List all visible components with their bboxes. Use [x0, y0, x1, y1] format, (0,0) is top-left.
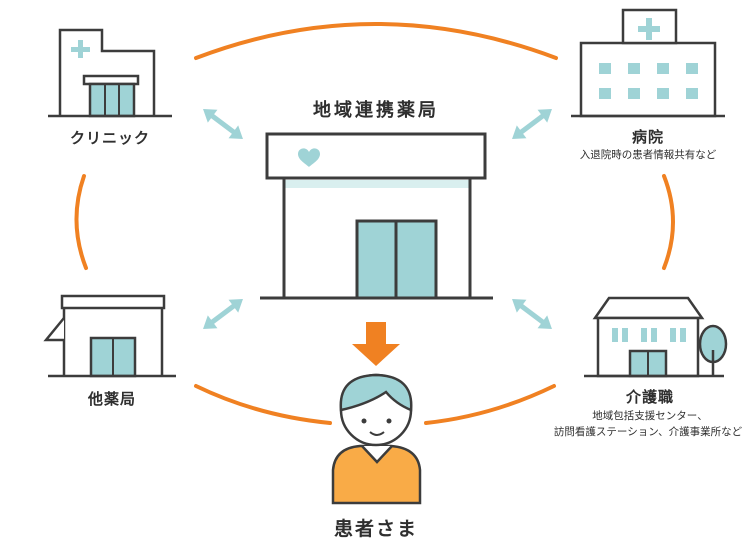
arc-right	[662, 174, 675, 270]
arrow-clinic	[203, 108, 243, 140]
care-label: 介護職	[625, 388, 674, 406]
arrow-other-pharmacy	[203, 298, 243, 330]
arc-left	[74, 174, 88, 270]
arc-bottom-right	[424, 384, 556, 425]
other-pharmacy-building-icon	[43, 294, 176, 378]
hospital-label: 病院	[631, 128, 664, 146]
center-pharmacy-label: 地域連携薬局	[313, 100, 439, 121]
arc-bottom-left	[194, 384, 332, 425]
clinic-label: クリニック	[69, 129, 150, 147]
arrow-care	[512, 298, 552, 330]
other-pharmacy-label: 他薬局	[87, 390, 136, 408]
care-facility-building-icon	[584, 296, 728, 378]
hospital-building-icon	[571, 8, 725, 118]
pharmacy-building-icon	[260, 132, 493, 300]
hospital-sub-label: 入退院時の患者情報共有など	[579, 149, 717, 161]
care-sub-label-line2: 訪問看護ステーション、介護事業所など	[553, 426, 743, 438]
arrow-hospital	[512, 108, 552, 140]
down-arrow-icon	[352, 322, 400, 366]
connection-arcs	[74, 22, 675, 425]
care-sub-label-line1: 地域包括支援センター、	[592, 410, 708, 422]
arc-top	[194, 22, 558, 60]
patient-avatar-icon	[331, 373, 422, 505]
double-arrows	[203, 108, 552, 330]
patient-label: 患者さま	[333, 518, 418, 540]
clinic-building-icon	[48, 28, 172, 118]
